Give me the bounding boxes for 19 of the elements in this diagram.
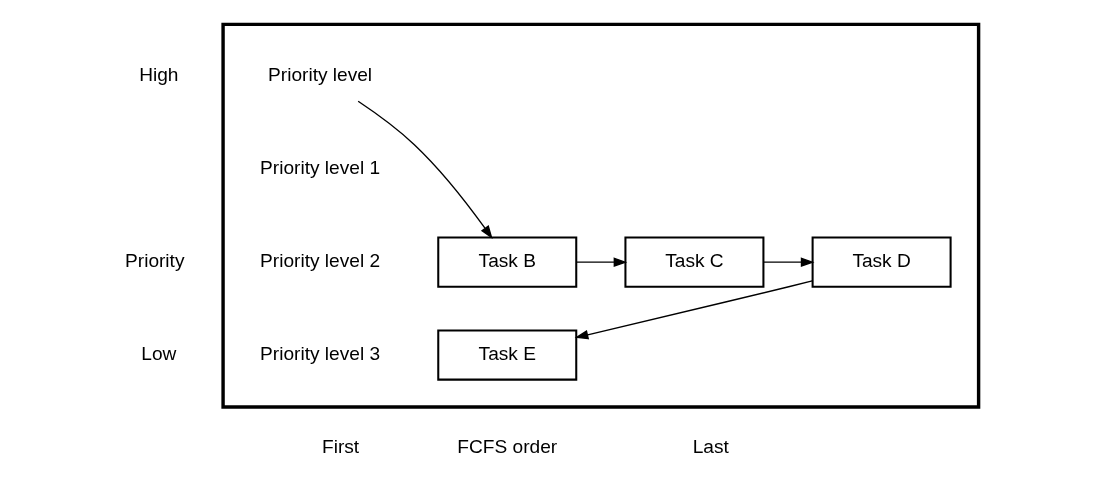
label: Last (692, 435, 729, 457)
arrow (357, 100, 493, 240)
node-text: Priority level 2 (259, 250, 380, 272)
label: Priority (124, 250, 184, 272)
cluster (220, 22, 980, 409)
node-box: Task D (811, 236, 952, 288)
arrow (575, 257, 627, 267)
node-box: Task B (436, 236, 577, 288)
node-box: Task E (436, 329, 577, 381)
label: High (138, 64, 179, 86)
node-text: Priority level 3 (259, 343, 380, 365)
arrow (574, 280, 813, 340)
label: Low (140, 343, 176, 365)
node-box: Task C (623, 236, 764, 288)
label: FCFS order (456, 435, 557, 457)
node-text: Priority level 1 (259, 157, 380, 179)
label: First (321, 435, 359, 457)
node-text: Priority level (267, 64, 372, 86)
arrow (762, 257, 814, 267)
